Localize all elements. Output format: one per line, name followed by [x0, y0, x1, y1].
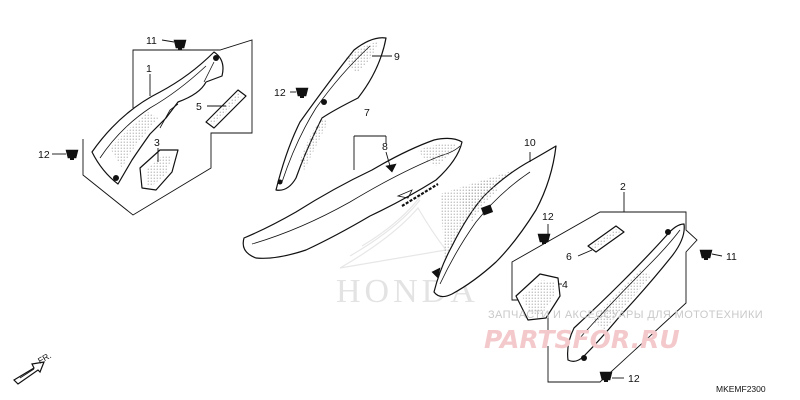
callout-4: 4	[562, 279, 568, 291]
callout-6: 6	[566, 251, 572, 263]
bolt-icon	[295, 87, 309, 98]
callout-12: 12	[628, 373, 640, 385]
front-direction-arrow-icon	[13, 361, 45, 385]
tank-shroud-upper	[275, 37, 387, 191]
callout-7: 7	[364, 107, 370, 119]
cover-grommet-icon	[213, 55, 219, 61]
bolt-icon	[173, 39, 187, 50]
left-side-cover-group	[82, 39, 253, 216]
callout-11: 11	[146, 35, 157, 47]
honda-wing-watermark	[339, 192, 448, 269]
callout-labels: 11 1 5 3 12 12 9 7 8 10 12 2 6 4 11 12	[38, 35, 737, 385]
callout-10: 10	[524, 137, 536, 149]
callout-12: 12	[542, 211, 554, 223]
bolt-icon	[65, 149, 79, 160]
callout-3: 3	[154, 137, 160, 149]
callout-2: 2	[620, 181, 626, 193]
callout-12: 12	[38, 149, 50, 161]
right-side-cover-group	[511, 211, 698, 383]
leader-lines	[52, 39, 723, 379]
watermark-site: PARTSFOR.RU	[484, 325, 680, 354]
bolt-icon	[537, 233, 551, 244]
callout-8: 8	[382, 141, 388, 153]
bolt-icon	[599, 371, 613, 382]
watermark-subtitle: ЗАПЧАСТИ И АКСЕССУАРЫ ДЛЯ МОТОТЕХНИКИ	[488, 309, 763, 321]
number-plate-right	[431, 145, 557, 298]
seat-fitting	[385, 163, 397, 173]
callout-9: 9	[394, 51, 400, 63]
callout-5: 5	[196, 101, 202, 113]
bolt-icon	[699, 249, 713, 260]
callout-12: 12	[274, 87, 286, 99]
front-label: FR.	[36, 350, 53, 366]
callout-11: 11	[726, 251, 737, 263]
cover-grommet-icon	[113, 175, 119, 181]
diagram-code: MKEMF2300	[716, 384, 766, 394]
seat	[242, 137, 463, 259]
callout-1: 1	[146, 63, 152, 75]
